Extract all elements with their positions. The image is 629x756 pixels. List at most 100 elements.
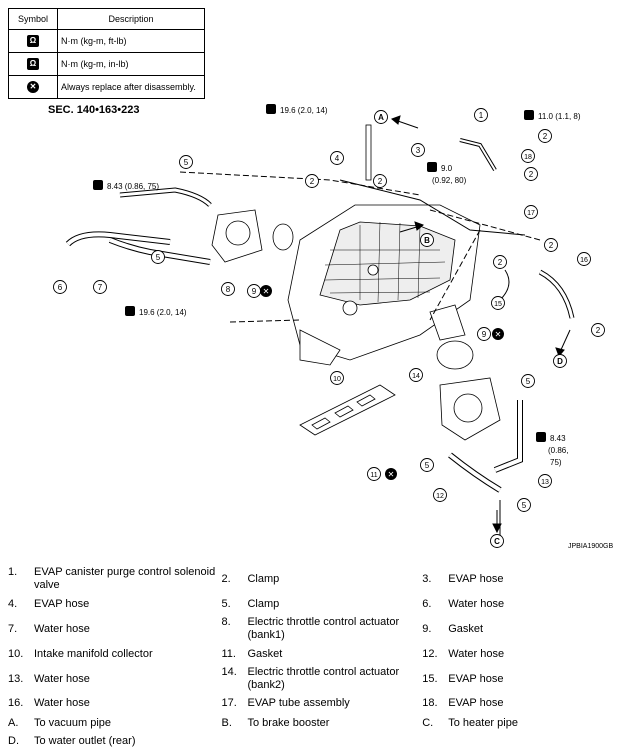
part-description: Water hose (34, 696, 90, 709)
part-entry: 1.EVAP canister purge control solenoid v… (8, 566, 221, 592)
callout-4: 4 (330, 151, 344, 165)
part-number: 1. (8, 566, 18, 578)
part-entry: C.To heater pipe (422, 717, 623, 730)
svg-text:✕: ✕ (263, 287, 270, 296)
callout-letter-B: B (420, 233, 434, 247)
part-number: 18. (422, 696, 438, 709)
part-entry: 6.Water hose (422, 598, 623, 611)
svg-text:11: 11 (370, 472, 377, 479)
part-description: To water outlet (rear) (34, 734, 136, 747)
hose-lines (65, 138, 575, 535)
svg-text:9: 9 (482, 330, 487, 339)
callout-2: 2 (524, 167, 538, 181)
svg-text:17: 17 (527, 210, 535, 217)
callout-2: 2 (544, 238, 558, 252)
part-description: EVAP hose (448, 672, 504, 685)
part-entry: 2.Clamp (221, 573, 422, 586)
part-description: To heater pipe (448, 716, 518, 729)
part-entry: 9.Gasket (422, 623, 623, 636)
parts-row: 1.EVAP canister purge control solenoid v… (8, 566, 623, 592)
gasket-drawing (299, 384, 396, 436)
torque-label: 9.0 (441, 164, 453, 173)
part-number: D. (8, 734, 19, 747)
part-entry: B.To brake booster (221, 717, 422, 730)
svg-text:D: D (557, 357, 563, 366)
svg-text:2: 2 (378, 177, 383, 186)
callout-5: 5 (521, 374, 535, 388)
replace-x-icon: ✕ (27, 81, 39, 93)
svg-text:✕: ✕ (388, 470, 395, 479)
symbol-legend-table: Symbol Description Ω N·m (kg-m, ft-lb) Ω… (8, 8, 205, 99)
callout-12: 12 (433, 488, 447, 502)
svg-text:2: 2 (498, 258, 503, 267)
svg-text:8: 8 (226, 285, 231, 294)
part-description: Clamp (247, 597, 280, 610)
svg-text:5: 5 (522, 501, 527, 510)
torque-wrench-icon (93, 104, 546, 442)
callout-17: 17 (524, 205, 538, 219)
svg-text:5: 5 (425, 461, 430, 470)
torque-label: 19.6 (2.0, 14) (139, 308, 187, 317)
part-number: 16. (8, 696, 24, 709)
callout-11: 11 (367, 467, 381, 481)
part-entry: 15.EVAP hose (422, 673, 623, 686)
svg-text:2: 2 (310, 177, 315, 186)
figure-code: JPBIA1900GB (568, 543, 614, 550)
svg-text:1: 1 (479, 111, 484, 120)
torque-label: 8.43 (0.86, 75) (107, 182, 159, 191)
part-entry: 14.Electric throttle control actuator (b… (221, 666, 422, 692)
torque-label: 19.6 (2.0, 14) (280, 106, 328, 115)
part-description: To brake booster (247, 716, 330, 729)
svg-text:12: 12 (436, 493, 444, 500)
callout-13: 13 (538, 474, 552, 488)
part-description: Electric throttle control actuator (bank… (247, 616, 400, 641)
svg-text:4: 4 (335, 154, 340, 163)
part-entry: D. To water outlet (rear) (8, 735, 221, 748)
svg-text:7: 7 (98, 283, 103, 292)
torque-label: 11.0 (1.1, 8) (538, 112, 581, 121)
svg-text:2: 2 (549, 241, 554, 250)
part-description: Gasket (247, 647, 283, 660)
parts-row: 10. Intake manifold collector 11. Gasket 12.… (8, 642, 623, 666)
callout-5: 5 (420, 458, 434, 472)
part-number: 10. (8, 647, 24, 660)
parts-row: D. To water outlet (rear) (8, 732, 623, 750)
callout-2: 2 (305, 174, 319, 188)
part-number: 4. (8, 597, 18, 610)
section-reference: SEC. 140•163•223 (48, 104, 140, 116)
part-entry: 7.Water hose (8, 623, 221, 636)
part-description: Water hose (34, 622, 90, 635)
svg-text:2: 2 (529, 170, 534, 179)
callout-2: 2 (373, 174, 387, 188)
part-description: EVAP hose (34, 597, 90, 610)
exploded-view-diagram: ✕ ✕ ✕ 19.6 (2.0, 14) 11.0 (1.1, 8) 9.0 (… (53, 104, 605, 548)
callout-16: 16 (577, 252, 591, 266)
callout-2: 2 (538, 129, 552, 143)
part-number: 6. (422, 597, 432, 610)
part-number: 14. (221, 666, 237, 678)
part-description: Water hose (448, 647, 505, 660)
part-number: 11. (221, 647, 236, 660)
part-entry: 17.EVAP tube assembly (221, 697, 422, 710)
svg-text:15: 15 (494, 301, 502, 308)
part-description: Intake manifold collector (34, 647, 153, 660)
part-entry: 3.EVAP hose (422, 573, 623, 586)
part-description: EVAP tube assembly (247, 696, 350, 709)
svg-text:A: A (378, 113, 384, 122)
torque-label: 75) (550, 458, 562, 467)
torque-label: 8.43 (550, 434, 566, 443)
part-entry: 13.Water hose (8, 673, 221, 686)
part-number: 12. (422, 647, 438, 660)
svg-text:5: 5 (156, 253, 161, 262)
svg-text:18: 18 (524, 154, 532, 161)
callout-letter-D: D (553, 354, 567, 368)
svg-text:5: 5 (526, 377, 531, 386)
part-number: 2. (221, 572, 231, 585)
callout-14: 14 (409, 368, 423, 382)
part-number: 8. (221, 616, 231, 628)
callout-5: 5 (517, 498, 531, 512)
